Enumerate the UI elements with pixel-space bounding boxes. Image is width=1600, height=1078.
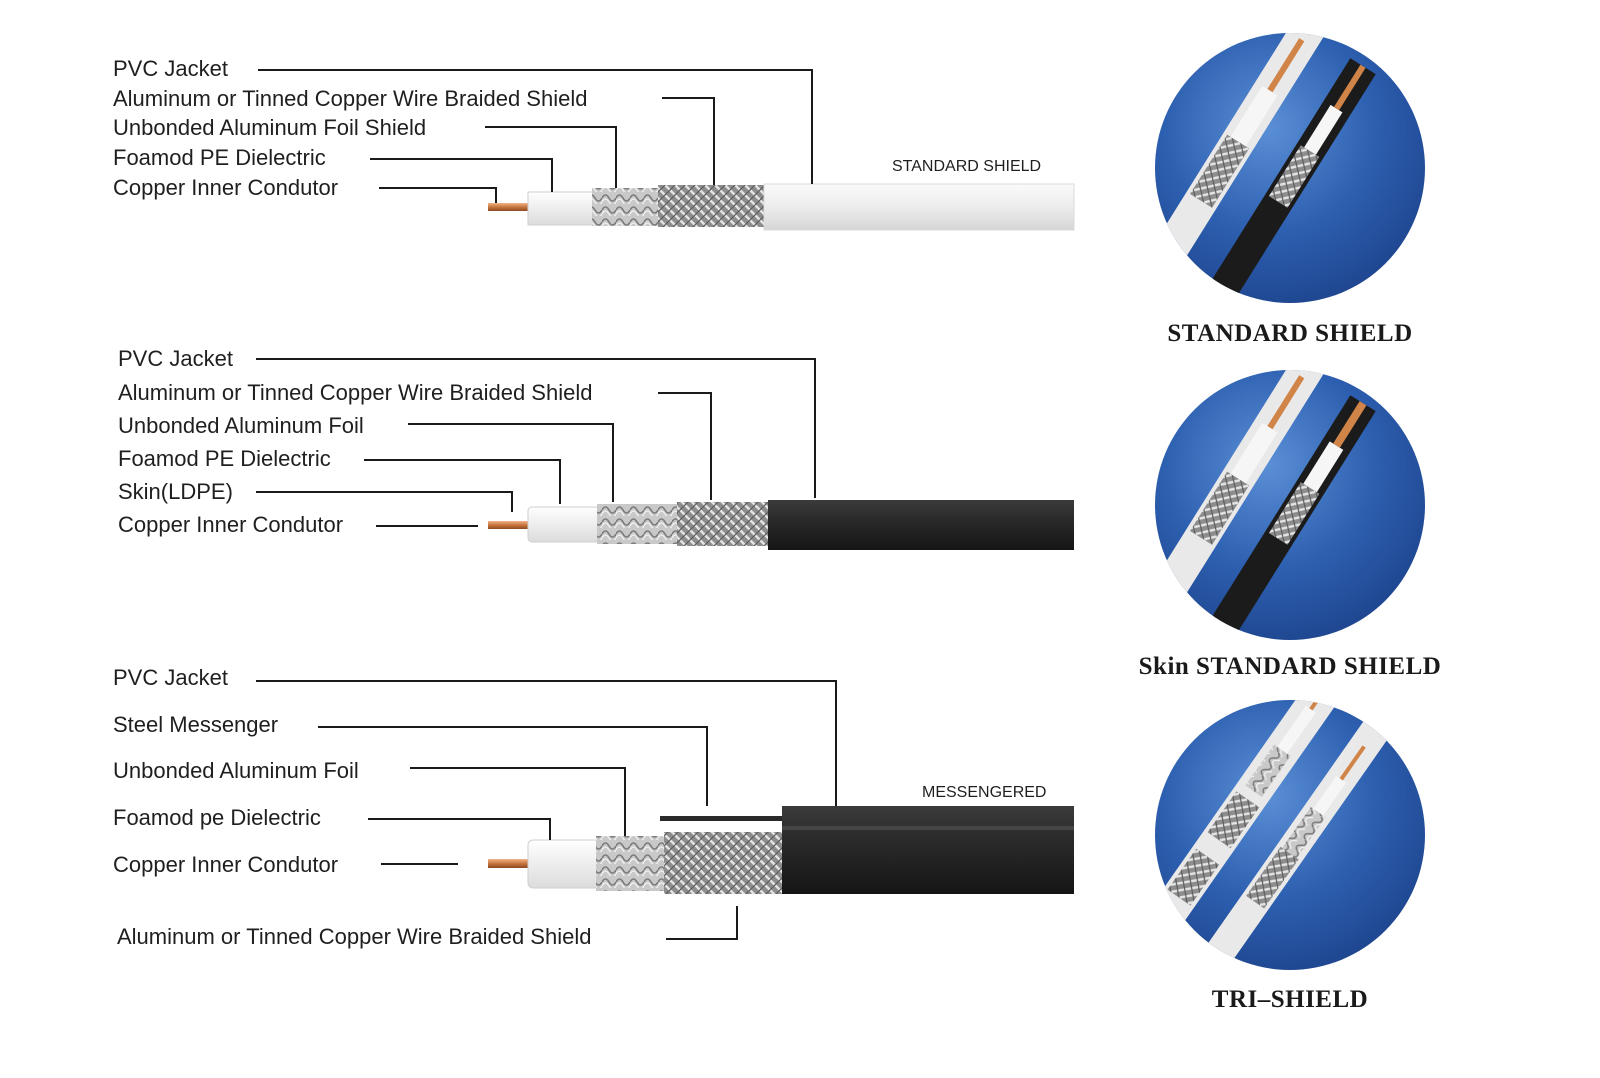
leader-lines-2 [256,358,816,527]
braided-shield [658,185,766,227]
steel-messenger [660,816,784,821]
cable-standard-shield [488,183,1075,231]
foamed-pe-dielectric [527,191,595,226]
skin-ldpe [527,506,601,543]
cable-type-tag: STANDARD SHIELD [892,158,1042,175]
leader-lines-1 [258,69,813,203]
photo-title: TRI–SHIELD [1211,986,1369,1013]
messenger-web [782,826,1074,830]
cable-type-tag: MESSENGERED [922,784,1047,801]
coax-cable-photo-icon [1155,370,1425,640]
coax-cable-photo-icon [1155,700,1425,970]
braided-shield [677,502,770,546]
aluminum-foil-shield [592,188,660,226]
aluminum-foil [597,504,679,544]
coax-cable-photo-icon [1155,33,1425,303]
cable-skin-standard-shield [488,500,1074,550]
copper-inner-conductor [488,521,532,529]
photo-title: Skin STANDARD SHIELD [1138,653,1442,680]
label-braided-shield: Aluminum or Tinned Copper Wire Braided S… [118,380,593,405]
foamed-pe-dielectric [527,839,601,889]
pvc-jacket [763,183,1075,231]
label-pvc-jacket: PVC Jacket [113,665,228,690]
label-pvc-jacket: PVC Jacket [118,346,233,371]
label-skin-ldpe: Skin(LDPE) [118,479,233,504]
label-braided-shield: Aluminum or Tinned Copper Wire Braided S… [117,924,592,949]
label-aluminum-foil: Unbonded Aluminum Foil [118,413,364,438]
pvc-jacket [782,806,1074,894]
label-inner-conductor: Copper Inner Condutor [113,175,339,200]
label-pe-dielectric: Foamod PE Dielectric [113,145,326,170]
label-pvc-jacket: PVC Jacket [113,56,228,81]
aluminum-foil [596,836,666,891]
cable-messengered [488,806,1074,894]
label-pe-dielectric: Foamod PE Dielectric [118,446,331,471]
label-inner-conductor: Copper Inner Condutor [118,512,344,537]
label-foil-shield: Unbonded Aluminum Foil Shield [113,115,427,140]
label-aluminum-foil: Unbonded Aluminum Foil [113,758,359,783]
label-braided-shield: Aluminum or Tinned Copper Wire Braided S… [113,86,588,111]
copper-inner-conductor [488,203,530,211]
label-steel-messenger: Steel Messenger [113,712,279,737]
pvc-jacket [768,500,1074,550]
copper-inner-conductor [488,859,532,868]
leader-lines-3 [256,680,837,940]
label-pe-dielectric: Foamod pe Dielectric [113,805,321,830]
braided-shield [664,832,784,894]
label-inner-conductor: Copper Inner Condutor [113,852,339,877]
photo-title: STANDARD SHIELD [1167,320,1413,347]
